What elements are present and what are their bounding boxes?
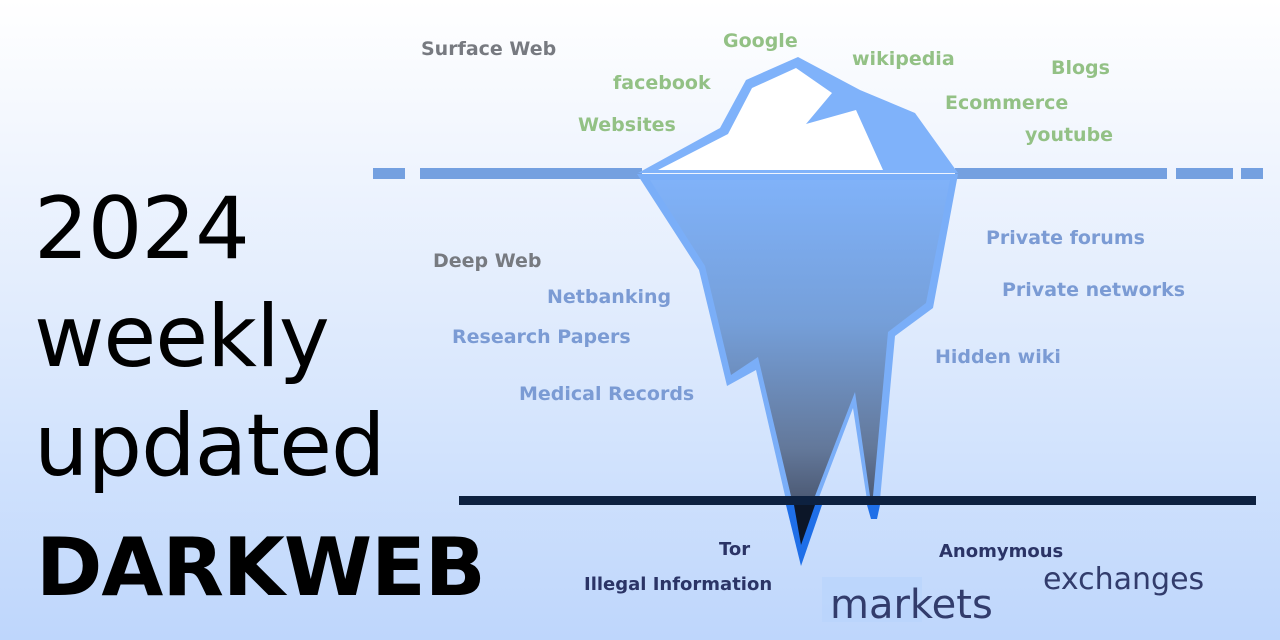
label-illegal-information: Illegal Information [584,574,773,595]
label-wikipedia: wikipedia [852,48,955,70]
label-websites: Websites [578,114,676,136]
markets-highlight [822,577,922,622]
title-darkweb: DARKWEB [36,521,486,614]
deep-web-heading: Deep Web [433,250,542,272]
waterline [373,168,1263,179]
surface-web-heading: Surface Web [421,38,557,60]
label-markets: markets [830,582,993,628]
label-facebook: facebook [613,72,711,94]
label-exchanges: exchanges [1043,562,1205,597]
darkweb-line [459,496,1256,505]
iceberg-submerged-body [637,174,958,500]
title-year: 2024 [34,179,250,279]
label-netbanking: Netbanking [547,286,672,308]
label-youtube: youtube [1025,124,1114,146]
title-weekly: weekly [34,287,330,387]
label-blogs: Blogs [1051,57,1110,79]
label-google: Google [723,30,798,52]
iceberg-tip-above-water [638,57,958,173]
label-private-forums: Private forums [986,227,1145,249]
label-research-papers: Research Papers [452,326,631,348]
label-private-networks: Private networks [1002,279,1186,301]
label-medical-records: Medical Records [519,383,695,405]
label-hidden-wiki: Hidden wiki [935,346,1061,368]
iceberg-deep-tips [786,505,880,566]
label-ecommerce: Ecommerce [945,92,1069,114]
title-updated: updated [34,396,386,496]
label-anomymous: Anomymous [939,541,1064,562]
label-tor: Tor [719,539,751,560]
